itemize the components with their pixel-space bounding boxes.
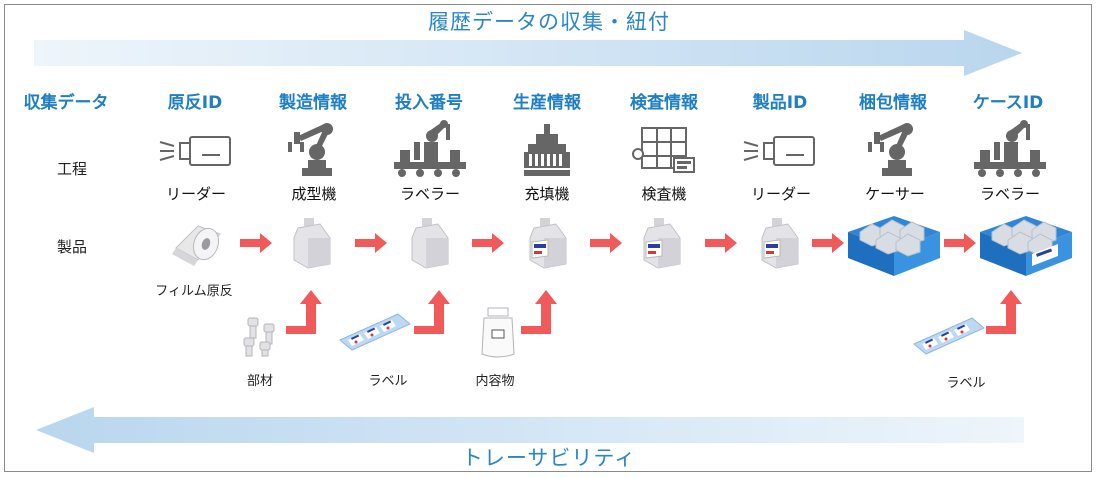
labeled-pouch-image <box>761 218 799 269</box>
robot-arm-icon <box>868 123 913 176</box>
process-name-molding: 成型機 <box>291 185 337 203</box>
conveyor-robot-icon <box>974 120 1046 177</box>
row-label-collect: 収集データ <box>23 93 109 113</box>
col-head-packing: 梱包情報 <box>859 93 927 113</box>
pouch-image <box>411 218 449 269</box>
traceability-title: トレーサビリティ <box>461 446 637 470</box>
filler-icon <box>524 124 570 176</box>
col-head-input-number: 投入番号 <box>395 93 463 113</box>
process-name-reader: リーダー <box>165 185 226 203</box>
input-arrow-up <box>286 290 322 334</box>
labeled-pouch-image <box>529 218 567 269</box>
traceability-arrow-left <box>36 407 1024 453</box>
flow-arrow-right <box>812 233 844 253</box>
process-name-filler: 充填機 <box>524 185 570 203</box>
label-input-label-2: ラベル <box>946 376 986 391</box>
film-roll-image <box>172 225 221 266</box>
container-image <box>481 307 515 358</box>
robot-arm-icon <box>288 123 333 176</box>
labeled-pouch-image <box>643 218 681 269</box>
label-input-label: ラベル <box>368 374 408 389</box>
parts-image <box>243 317 275 357</box>
col-head-production: 生産情報 <box>513 93 581 113</box>
col-head-inspection: 検査情報 <box>630 93 698 113</box>
pouch-image <box>293 218 331 269</box>
parts-label: 部材 <box>246 374 273 389</box>
collection-title: 履歴データの収集・紐付 <box>428 10 670 34</box>
case-box-image <box>848 216 940 276</box>
input-arrow-up <box>986 290 1022 334</box>
col-head-case-id: ケースID <box>972 93 1044 113</box>
reader-icon <box>743 136 815 166</box>
conveyor-robot-icon <box>394 120 466 177</box>
col-head-product-id: 製品ID <box>752 93 808 113</box>
flow-arrow-right <box>240 233 272 253</box>
input-arrow-up <box>521 290 557 334</box>
process-name-caser: ケーサー <box>865 185 925 203</box>
collection-arrow-right <box>34 30 1022 76</box>
row-label-process: 工程 <box>56 160 87 178</box>
process-name-reader-2: リーダー <box>750 185 811 203</box>
label-sheet-image <box>913 317 985 355</box>
col-head-raw-id: 原反ID <box>167 93 223 113</box>
flow-arrow-right <box>355 233 387 253</box>
inspection-machine-icon <box>632 127 695 173</box>
flow-arrow-right <box>944 233 976 253</box>
process-name-inspector: 検査機 <box>641 185 687 203</box>
input-arrow-up <box>414 290 450 334</box>
flow-arrow-right <box>590 233 622 253</box>
process-name-labeler: ラベラー <box>399 185 460 203</box>
col-head-manufacturing: 製造情報 <box>279 93 347 113</box>
label-sheet-image <box>339 313 411 351</box>
flow-arrow-right <box>705 233 737 253</box>
labeled-case-box-image <box>980 216 1072 276</box>
film-roll-label: フィルム原反 <box>155 284 233 299</box>
contents-label: 内容物 <box>475 374 515 389</box>
flow-arrow-right <box>472 233 504 253</box>
reader-icon <box>159 136 231 166</box>
row-label-product: 製品 <box>56 238 87 256</box>
process-name-labeler-2: ラベラー <box>979 185 1040 203</box>
